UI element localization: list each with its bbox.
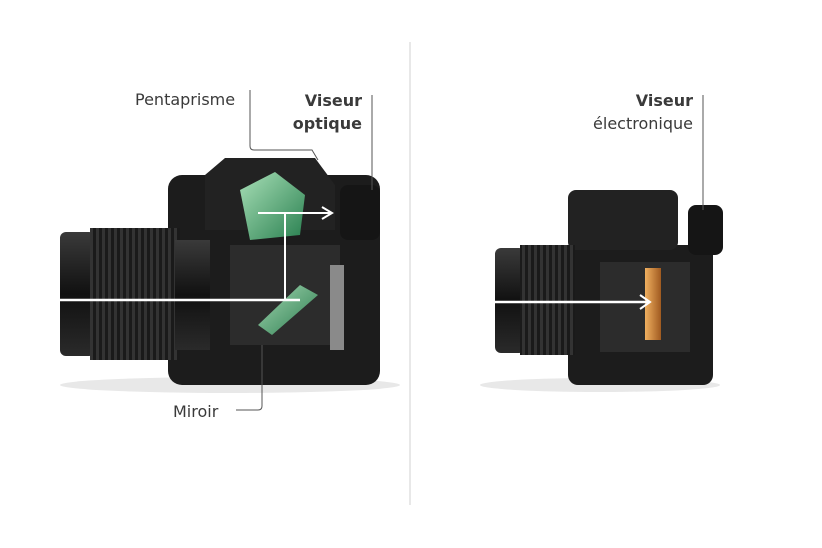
pentaprism [240, 172, 305, 240]
pentaprism-leader [249, 90, 319, 161]
mirror [258, 285, 318, 335]
optical-viewfinder-label-line2: optique [292, 114, 362, 133]
mirrorless-camera [480, 190, 723, 392]
electronic-viewfinder-label-line1: Viseur [635, 91, 693, 110]
dslr-lens [90, 228, 180, 360]
mirrorless-lens [520, 245, 575, 355]
dslr-eyepiece [340, 185, 380, 240]
dslr-camera [55, 158, 400, 393]
pentaprism-label: Pentaprisme [135, 90, 236, 109]
electronic-viewfinder-label-line2: électronique [593, 114, 693, 133]
sensor [645, 268, 661, 340]
evf-eyepiece [688, 205, 723, 255]
mirror-label: Miroir [173, 402, 219, 421]
mirror-leader [236, 345, 263, 411]
optical-viewfinder-label-line1: Viseur [304, 91, 362, 110]
